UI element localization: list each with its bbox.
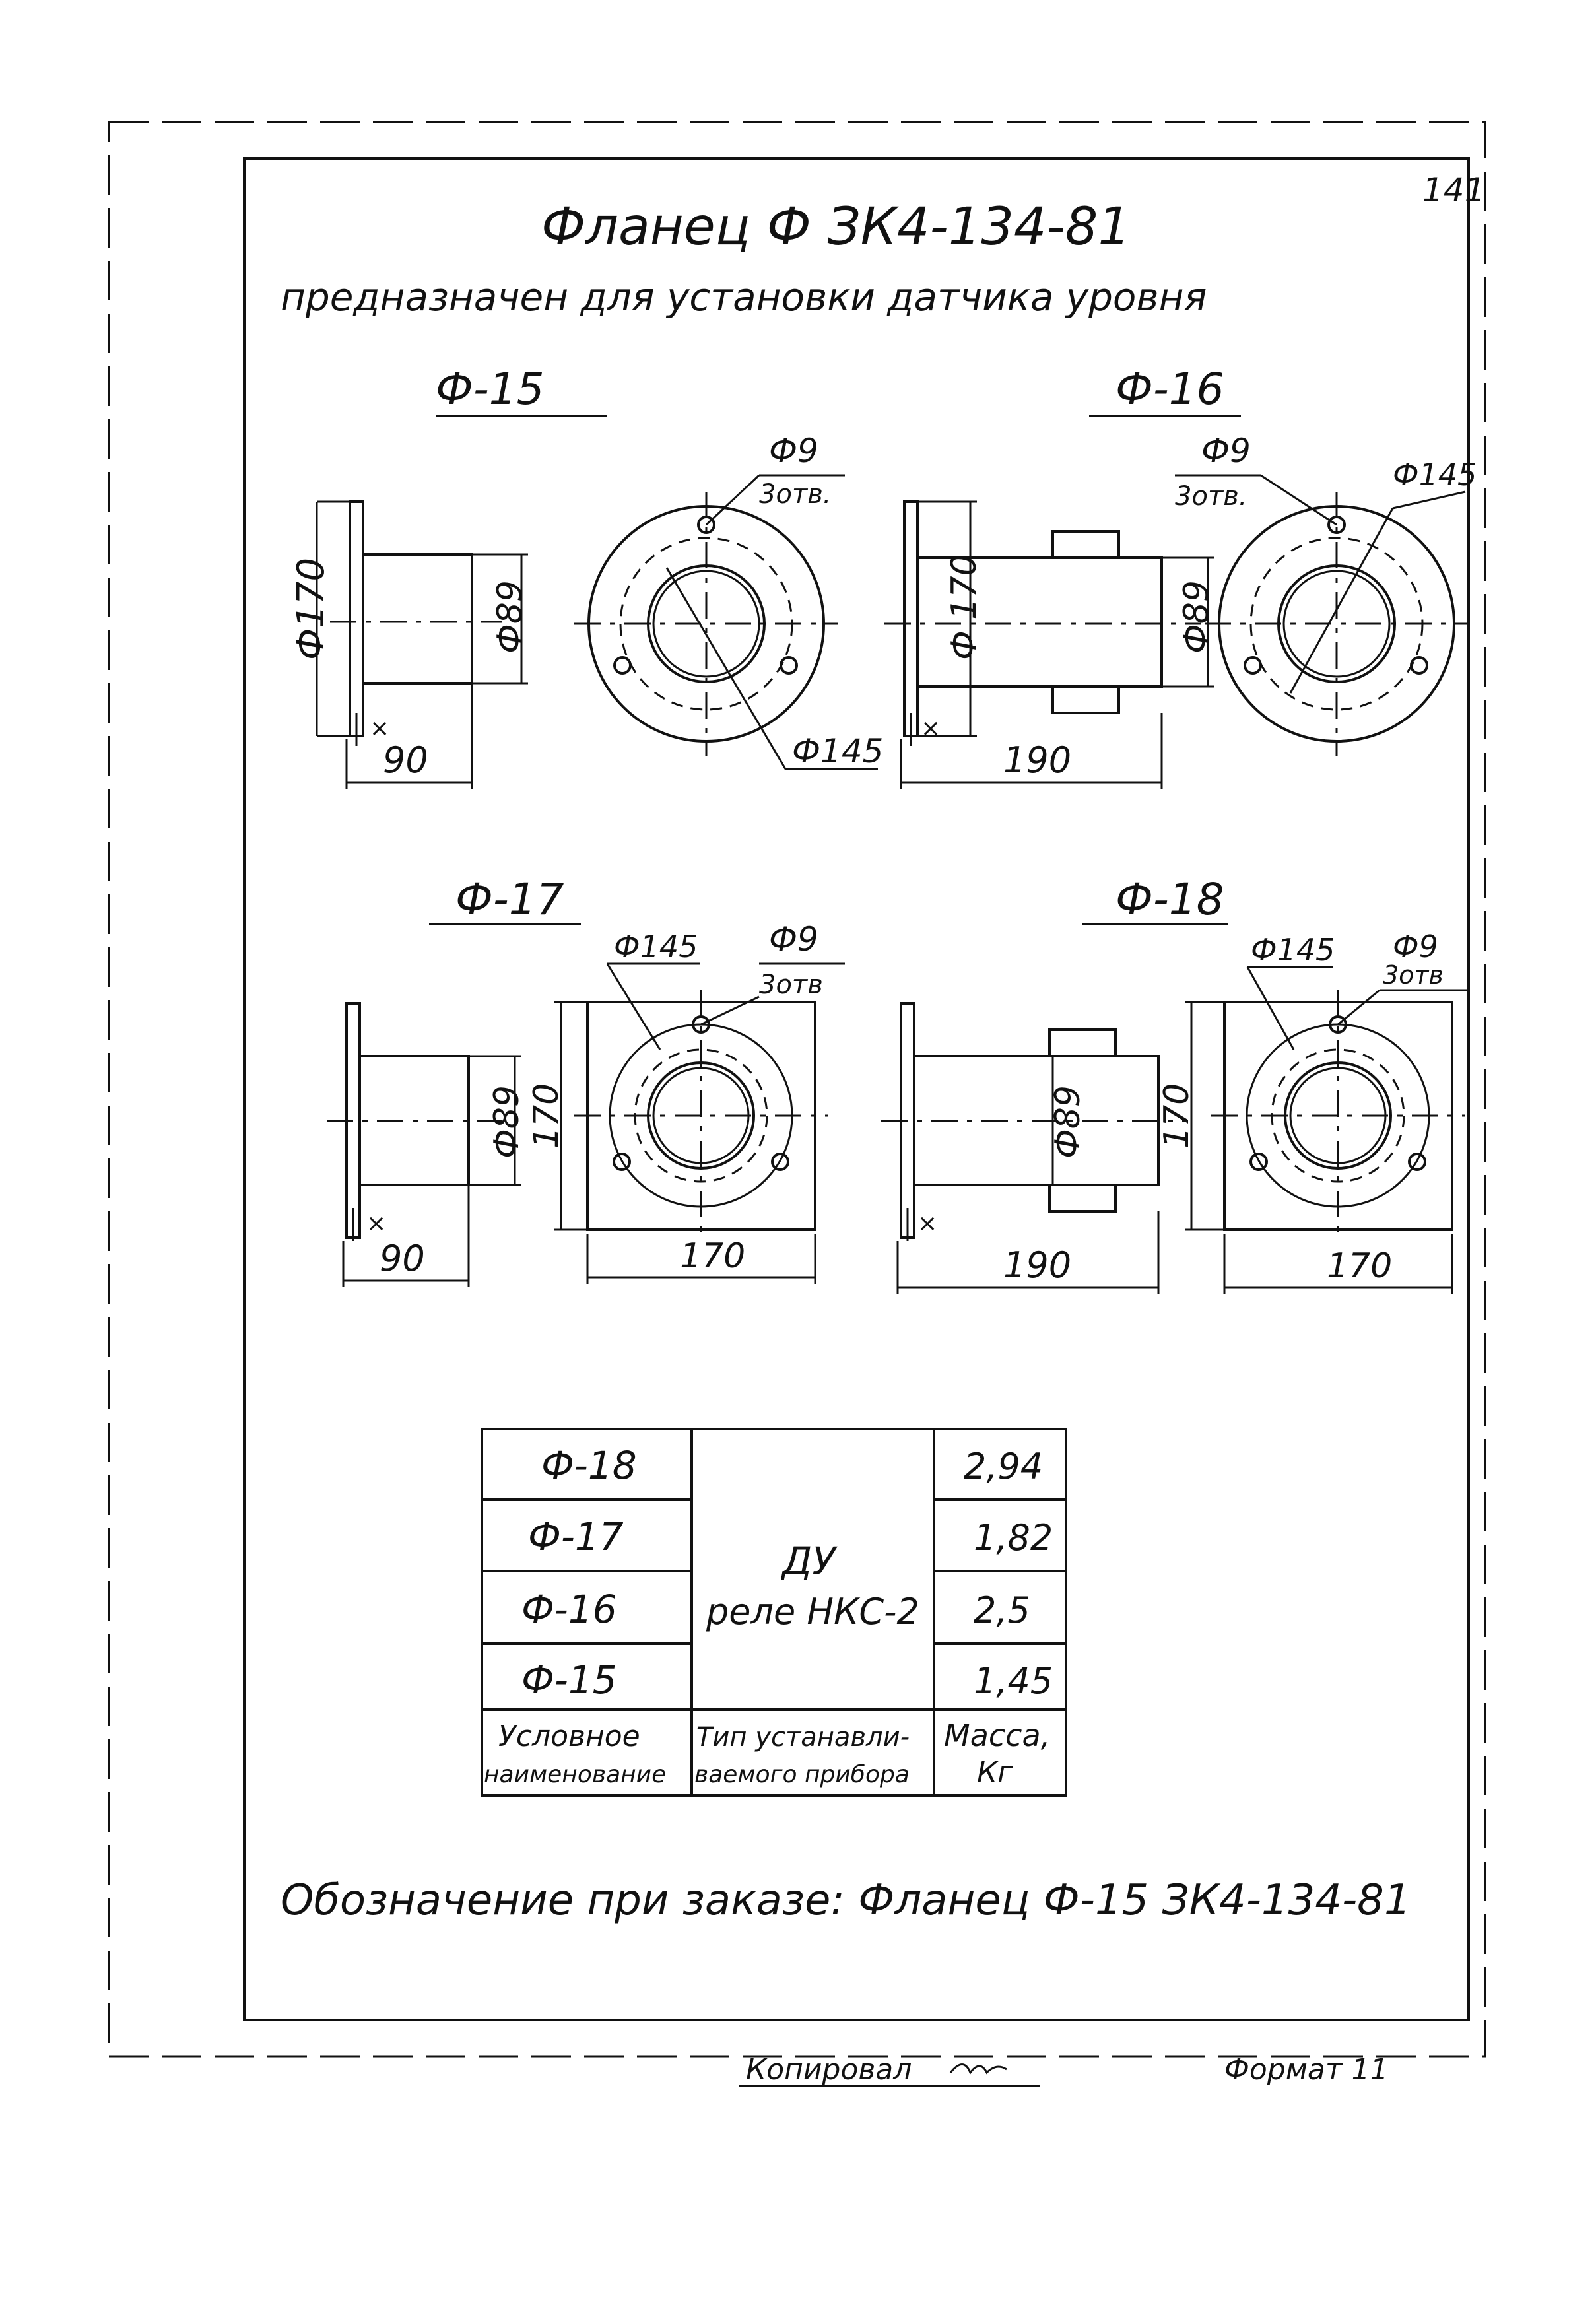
dim-f15-length: 90 xyxy=(383,739,428,781)
dim-f15-bolt-circle: Ф145 xyxy=(792,732,883,770)
dim-f17-side: 170 xyxy=(527,1083,566,1149)
dim-f16-holes: Ф9 xyxy=(1201,432,1251,470)
header-mass-1: Масса, xyxy=(944,1718,1050,1753)
dim-f16-holes-count: 3отв. xyxy=(1175,481,1247,512)
header-mass-2: Кг xyxy=(977,1756,1013,1790)
table-row-name: Ф-18 xyxy=(541,1443,637,1488)
table-row-mass: 2,5 xyxy=(974,1590,1030,1631)
dim-f15-holes-count: 3отв. xyxy=(759,479,832,510)
dim-f17-holes-count: 3отв xyxy=(759,970,823,1000)
dim-f18-d-pipe: Ф89 xyxy=(1048,1085,1088,1158)
spec-table: Ф-18 Ф-17 Ф-16 Ф-15 2,94 1,82 2,5 1,45 Д… xyxy=(481,1428,1067,1797)
svg-text:×: × xyxy=(921,715,941,742)
dim-f18-side: 170 xyxy=(1157,1083,1197,1149)
svg-text:×: × xyxy=(917,1210,937,1237)
dim-f16-length: 190 xyxy=(1003,739,1071,781)
header-type-1: Тип устанавли- xyxy=(696,1722,910,1753)
dim-f17-width: 170 xyxy=(680,1236,745,1276)
table-row-mass: 2,94 xyxy=(964,1446,1043,1487)
header-type-2: ваемого прибора xyxy=(694,1761,910,1788)
view-f15: Ф-15 × Ф170 Ф89 90 Ф145 Ф9 xyxy=(290,364,883,789)
footer-format: Формат 11 xyxy=(1224,2053,1389,2087)
dim-f16-d-flange: Ф 170 xyxy=(945,554,984,660)
footer-copied: Копировал xyxy=(746,2053,912,2087)
header-name-2: наименование xyxy=(484,1761,666,1788)
header-name-1: Условное xyxy=(498,1720,640,1753)
dim-f16-d-pipe: Ф89 xyxy=(1177,580,1216,654)
view-f16: Ф-16 × Ф 170 Ф89 190 Ф145 xyxy=(884,364,1477,789)
outer-frame xyxy=(108,121,1486,2058)
label-f17: Ф-17 xyxy=(455,874,564,925)
dim-f18-width: 170 xyxy=(1327,1246,1392,1286)
dim-f18-holes-count: 3отв xyxy=(1383,960,1444,990)
page-title: Фланец Ф ЗК4-134-81 xyxy=(541,197,1131,257)
dim-f17-bolt-circle: Ф145 xyxy=(614,929,698,964)
table-row-mass: 1,82 xyxy=(974,1517,1053,1559)
dim-f18-holes: Ф9 xyxy=(1393,929,1438,964)
view-f17: Ф-17 × Ф89 90 170 170 xyxy=(327,874,845,1287)
svg-text:×: × xyxy=(370,715,389,742)
order-note: Обозначение при заказе: Фланец Ф-15 ЗК4-… xyxy=(281,1876,1411,1925)
label-f16: Ф-16 xyxy=(1115,364,1224,415)
table-row-name: Ф-17 xyxy=(528,1514,624,1559)
dim-f17-length: 90 xyxy=(380,1238,425,1279)
signature-mark xyxy=(949,2063,1007,2075)
dim-f16-bolt-circle: Ф145 xyxy=(1393,457,1477,492)
dim-f18-bolt-circle: Ф145 xyxy=(1251,932,1335,968)
label-f18: Ф-18 xyxy=(1115,874,1224,925)
device-type-line1: ДУ xyxy=(780,1539,838,1584)
table-row-name: Ф-16 xyxy=(521,1587,617,1632)
dim-f18-length: 190 xyxy=(1003,1244,1071,1286)
inner-frame xyxy=(243,157,1470,2021)
view-f18: Ф-18 × Ф89 190 170 170 xyxy=(881,874,1469,1294)
device-type-line2: реле НКС-2 xyxy=(706,1591,919,1632)
dim-f15-holes: Ф9 xyxy=(769,432,818,470)
dim-f17-holes: Ф9 xyxy=(769,920,818,958)
table-row-name: Ф-15 xyxy=(521,1658,617,1702)
svg-text:×: × xyxy=(366,1210,386,1237)
dim-f15-d-flange: Ф170 xyxy=(290,558,333,660)
dim-f17-d-pipe: Ф89 xyxy=(487,1085,527,1158)
page-number: 141 xyxy=(1422,171,1485,209)
table-row-mass: 1,45 xyxy=(974,1660,1053,1702)
dim-f15-d-pipe: Ф89 xyxy=(490,580,530,654)
label-f15: Ф-15 xyxy=(436,364,545,415)
page-subtitle: предназначен для установки датчика уровн… xyxy=(281,275,1207,319)
